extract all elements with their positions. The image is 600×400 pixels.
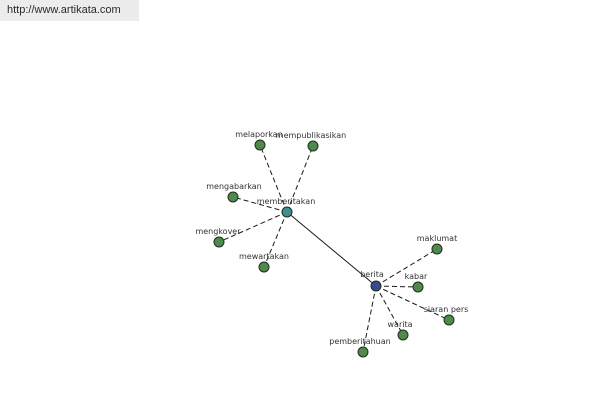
edge-berita-siaran_pers <box>375 285 450 321</box>
node-label-memberitakan: memberitakan <box>257 197 316 206</box>
node-label-mengkover: mengkover <box>195 227 241 236</box>
node-siaran_pers[interactable] <box>443 314 455 326</box>
node-melaporkan[interactable] <box>254 139 266 151</box>
node-mewartakan[interactable] <box>258 261 270 273</box>
node-pemberitahuan[interactable] <box>357 346 369 358</box>
node-memberitakan[interactable] <box>281 206 293 218</box>
node-label-melaporkan: melaporkan <box>235 130 283 139</box>
edge-memberitakan-mewartakan <box>263 211 288 268</box>
edge-memberitakan-melaporkan <box>259 144 288 213</box>
edge-memberitakan-mempublikasikan <box>286 145 314 213</box>
node-maklumat[interactable] <box>431 243 443 255</box>
edge-berita-kabar <box>375 285 419 288</box>
node-label-pemberitahuan: pemberitahuan <box>329 337 390 346</box>
node-mempublikasikan[interactable] <box>307 140 319 152</box>
node-label-maklumat: maklumat <box>417 234 457 243</box>
node-label-warita: warita <box>388 320 413 329</box>
node-mengkover[interactable] <box>213 236 225 248</box>
edge-memberitakan-mengabarkan <box>232 196 288 213</box>
source-url[interactable]: http://www.artikata.com <box>0 0 139 21</box>
node-label-mengabarkan: mengabarkan <box>206 182 262 191</box>
graph-nodes <box>213 139 455 358</box>
node-label-berita: berita <box>360 270 384 279</box>
node-kabar[interactable] <box>412 281 424 293</box>
node-label-mempublikasikan: mempublikasikan <box>276 131 346 140</box>
node-mengabarkan[interactable] <box>227 191 239 203</box>
edge-memberitakan-berita <box>286 211 377 287</box>
edge-berita-pemberitahuan <box>362 285 377 353</box>
edge-berita-maklumat <box>375 248 438 287</box>
node-label-siaran_pers: siaran pers <box>424 305 469 314</box>
node-label-mewartakan: mewartakan <box>239 252 289 261</box>
edge-berita-warita <box>375 285 404 336</box>
edge-memberitakan-mengkover <box>218 211 288 243</box>
node-berita[interactable] <box>370 280 382 292</box>
node-label-kabar: kabar <box>405 272 428 281</box>
node-warita[interactable] <box>397 329 409 341</box>
graph-edges <box>218 144 450 353</box>
